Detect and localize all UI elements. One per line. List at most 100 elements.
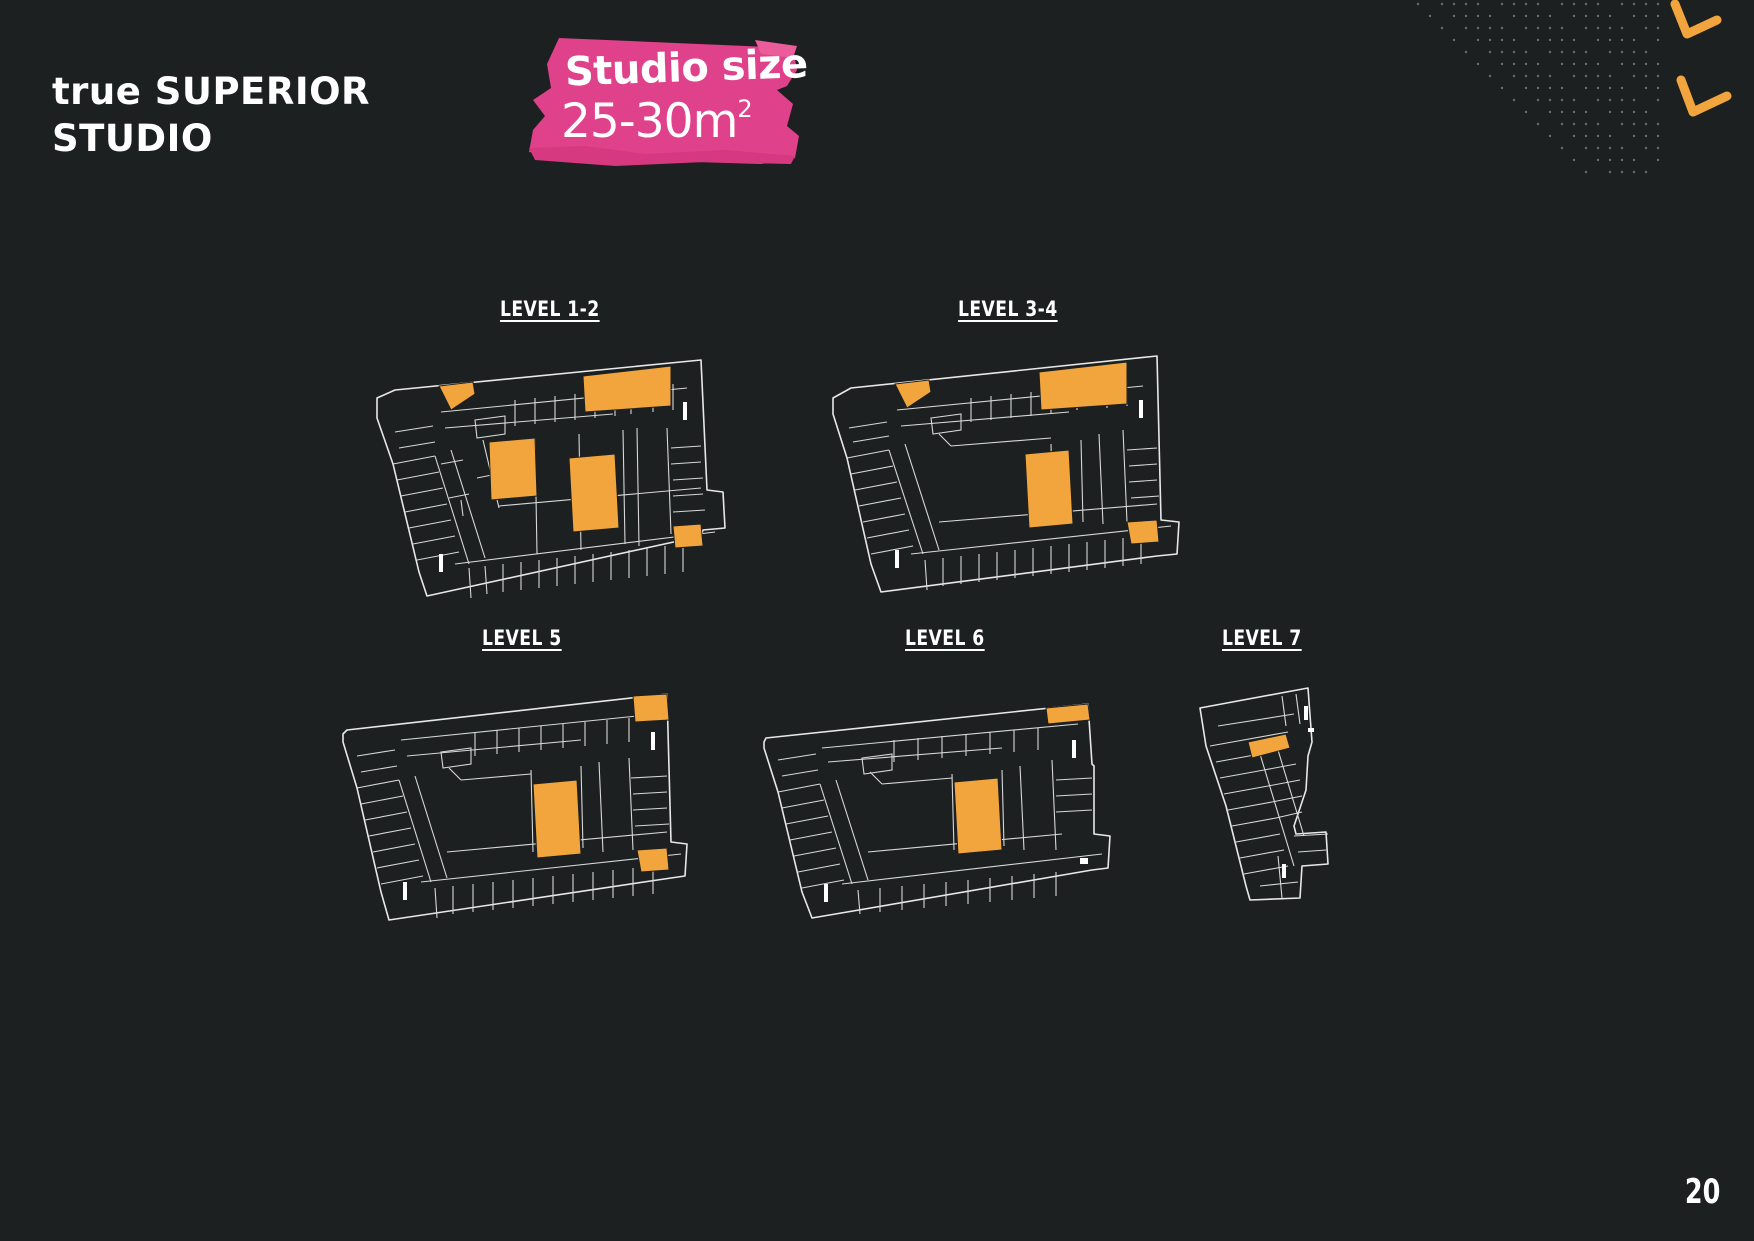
texture-dot: [1488, 50, 1492, 54]
texture-dot: [1584, 110, 1588, 114]
level-label-7: LEVEL 7: [1222, 626, 1302, 650]
level-label-6: LEVEL 6: [905, 626, 985, 650]
texture-dot: [1548, 134, 1552, 138]
texture-dot: [1644, 62, 1648, 66]
texture-dot: [1512, 74, 1516, 78]
texture-dot: [1656, 26, 1660, 30]
title-line-1: true SUPERIOR: [52, 70, 371, 113]
texture-dot: [1512, 62, 1516, 66]
texture-dot: [1548, 74, 1552, 78]
texture-dot: [1632, 2, 1636, 6]
dot-texture-top-right: [1416, 2, 1660, 174]
texture-dot: [1632, 158, 1636, 162]
texture-dot: [1452, 14, 1456, 18]
texture-dot: [1560, 98, 1564, 102]
texture-dot: [1536, 74, 1540, 78]
texture-dot: [1548, 26, 1552, 30]
texture-dot: [1656, 134, 1660, 138]
texture-dot: [1476, 62, 1480, 66]
chevron-decoration-icon: [1670, 0, 1732, 117]
texture-dot: [1452, 38, 1456, 42]
texture-dot: [1524, 14, 1528, 18]
texture-dot: [1632, 110, 1636, 114]
level-label-5: LEVEL 5: [482, 626, 562, 650]
dot-texture-bottom-left: [0, 1060, 460, 1241]
texture-dot: [1632, 74, 1636, 78]
texture-dot: [1620, 146, 1624, 150]
texture-dot: [1632, 98, 1636, 102]
texture-dot: [1596, 62, 1600, 66]
texture-dot: [1524, 74, 1528, 78]
texture-dot: [1620, 170, 1624, 174]
texture-dot: [1632, 134, 1636, 138]
texture-dot: [1608, 50, 1612, 54]
texture-dot: [1548, 38, 1552, 42]
floorplan-level-5: [341, 692, 691, 924]
texture-dot: [1488, 14, 1492, 18]
texture-dot: [1560, 26, 1564, 30]
texture-dot: [1584, 50, 1588, 54]
texture-dot: [1620, 158, 1624, 162]
texture-dot: [1512, 50, 1516, 54]
texture-dot: [1608, 146, 1612, 150]
texture-dot: [1632, 62, 1636, 66]
texture-dot: [1464, 50, 1468, 54]
texture-dot: [1596, 38, 1600, 42]
texture-dot: [1500, 38, 1504, 42]
studio-size-label: Studio size: [564, 41, 809, 96]
page-number: 20: [1684, 1172, 1720, 1212]
texture-dot: [1644, 50, 1648, 54]
texture-dot: [1620, 86, 1624, 90]
texture-dot: [1548, 86, 1552, 90]
texture-dot: [1572, 62, 1576, 66]
texture-dot: [1584, 134, 1588, 138]
texture-dot: [1608, 110, 1612, 114]
texture-dot: [1608, 86, 1612, 90]
texture-dot: [1596, 74, 1600, 78]
texture-dot: [1608, 98, 1612, 102]
texture-dot: [1536, 62, 1540, 66]
texture-dot: [1572, 134, 1576, 138]
texture-dot: [1644, 134, 1648, 138]
texture-dot: [1656, 98, 1660, 102]
texture-dot: [1656, 158, 1660, 162]
texture-dot: [1536, 2, 1540, 6]
texture-dot: [1620, 2, 1624, 6]
texture-dot: [1656, 62, 1660, 66]
texture-dot: [1524, 86, 1528, 90]
texture-dot: [1584, 2, 1588, 6]
texture-dot: [1656, 86, 1660, 90]
texture-dot: [1584, 122, 1588, 126]
texture-dot: [1644, 146, 1648, 150]
texture-dot: [1608, 170, 1612, 174]
texture-dot: [1656, 38, 1660, 42]
title-line-2: STUDIO: [52, 117, 213, 160]
floorplan-level-6: [762, 700, 1112, 925]
texture-dot: [1644, 14, 1648, 18]
texture-dot: [1608, 158, 1612, 162]
texture-dot: [1488, 74, 1492, 78]
texture-dot: [1572, 98, 1576, 102]
texture-dot: [1512, 38, 1516, 42]
texture-dot: [1632, 50, 1636, 54]
texture-dot: [1464, 2, 1468, 6]
texture-dot: [1620, 110, 1624, 114]
texture-dot: [1608, 26, 1612, 30]
texture-dot: [1596, 122, 1600, 126]
texture-dot: [1524, 2, 1528, 6]
texture-dot: [1572, 14, 1576, 18]
texture-dot: [1572, 50, 1576, 54]
texture-dot: [1620, 122, 1624, 126]
texture-dot: [1560, 146, 1564, 150]
texture-dot: [1620, 98, 1624, 102]
floorplan-level-1-2: [375, 358, 726, 603]
texture-dot: [1464, 26, 1468, 30]
texture-dot: [1596, 146, 1600, 150]
floorplan-level-3-4: [831, 354, 1181, 599]
texture-dot: [1644, 122, 1648, 126]
texture-dot: [1536, 122, 1540, 126]
texture-dot: [1584, 14, 1588, 18]
texture-dot: [1536, 38, 1540, 42]
texture-dot: [1644, 110, 1648, 114]
